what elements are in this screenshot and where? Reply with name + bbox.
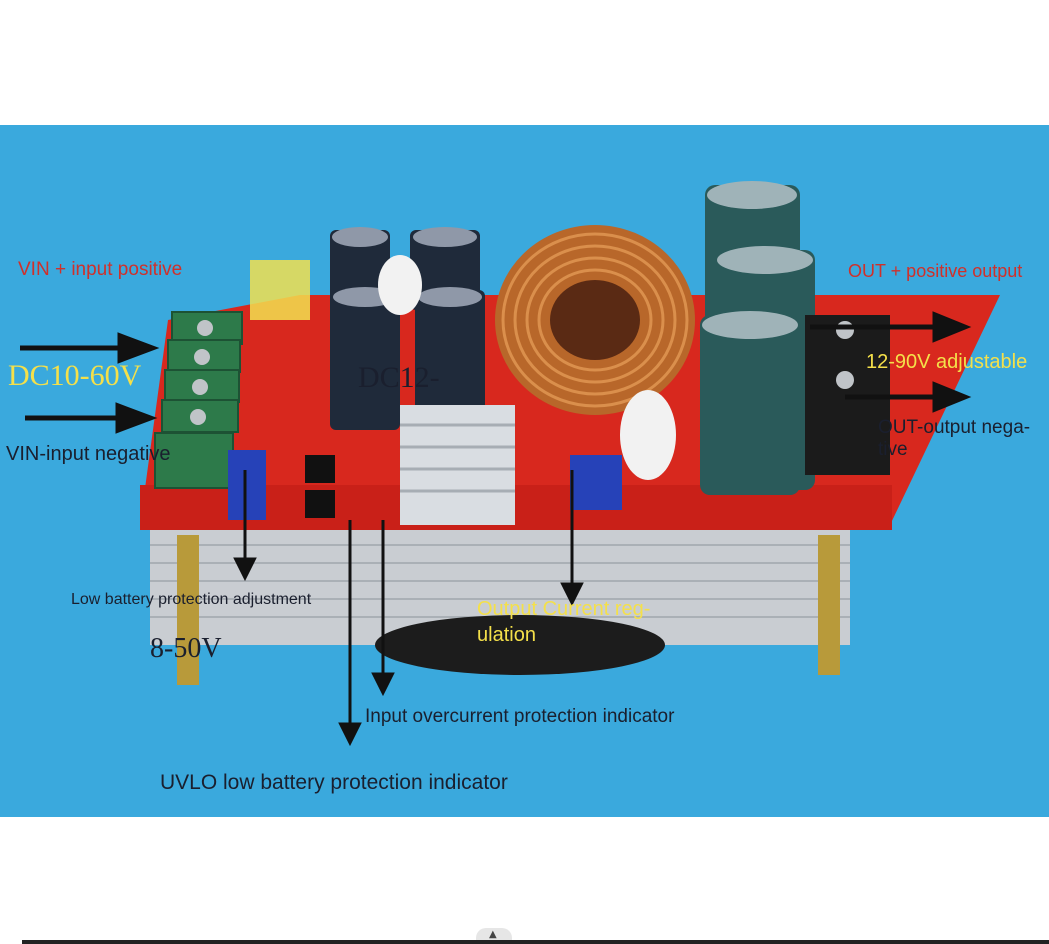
input-overcurrent-label: Input overcurrent protection indicator: [365, 706, 675, 727]
bottom-divider: [22, 940, 1049, 944]
out-positive-label: OUT + positive output: [848, 261, 1023, 281]
input-voltage-range-label: DC10-60V: [8, 359, 142, 392]
product-photo: VIN + input positive DC10-60V VIN-input …: [0, 125, 1049, 817]
output-current-label-line1: Output Current reg-: [477, 598, 651, 620]
output-current-label-line2: ulation: [477, 624, 536, 646]
out-negative-label-line2: tive: [878, 439, 908, 460]
vin-negative-label: VIN-input negative: [6, 443, 171, 465]
low-battery-range-label: 8-50V: [150, 633, 222, 664]
uvlo-indicator-label: UVLO low battery protection indicator: [160, 771, 508, 794]
output-adjustable-label: 12-90V adjustable: [866, 351, 1028, 373]
boost-converter-illustration: [20, 181, 1000, 747]
low-battery-adjustment-label: Low battery protection adjustment: [71, 591, 312, 608]
out-negative-label-line1: OUT-output nega-: [878, 417, 1031, 438]
caret-up-icon: ▲: [489, 929, 497, 940]
vin-positive-label: VIN + input positive: [18, 259, 183, 280]
dc12-label: DC12-: [358, 361, 440, 394]
